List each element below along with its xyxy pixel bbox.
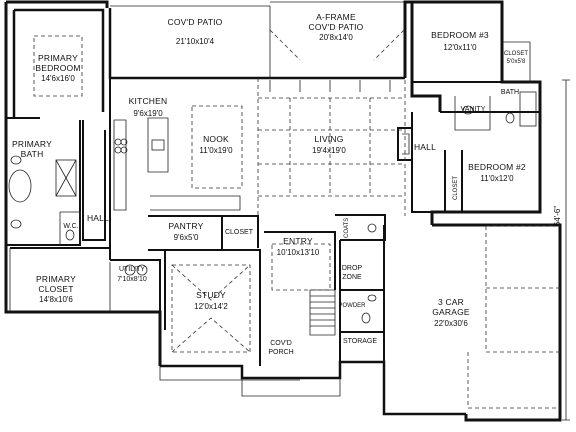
svg-text:DROP: DROP [342, 265, 363, 272]
svg-text:11'0x12'0: 11'0x12'0 [480, 174, 514, 183]
svg-text:NOOK: NOOK [203, 134, 229, 144]
bathtub-icon [8, 169, 32, 203]
overall-dimension: 64'-6" [553, 79, 570, 421]
svg-text:CLOSET: CLOSET [504, 51, 528, 57]
svg-text:ENTRY: ENTRY [283, 236, 313, 246]
svg-text:KITCHEN: KITCHEN [129, 96, 168, 106]
svg-text:PRIMARY: PRIMARY [36, 274, 76, 284]
svg-text:STUDY: STUDY [196, 290, 226, 300]
room-label-covd-porch: COV'D PORCH [268, 340, 293, 356]
room-label-pantry: PANTRY 9'6x5'0 [169, 221, 204, 242]
fixtures [8, 80, 537, 324]
room-label-primary-bedroom: PRIMARY BEDROOM 14'6x16'0 [35, 53, 80, 83]
svg-text:3 CAR: 3 CAR [438, 297, 464, 307]
svg-text:ZONE: ZONE [342, 274, 362, 281]
room-label-vanity: VANITY [461, 106, 486, 113]
room-label-study: STUDY 12'0x14'2 [194, 290, 228, 311]
svg-text:A-FRAME: A-FRAME [316, 12, 356, 22]
svg-text:22'0x30'6: 22'0x30'6 [434, 319, 468, 328]
svg-text:GARAGE: GARAGE [432, 307, 470, 317]
room-label-kitchen: KITCHEN 9'6x19'0 [129, 96, 168, 118]
room-label-closet-mid: CLOSET [225, 229, 254, 236]
svg-text:PRIMARY: PRIMARY [12, 139, 52, 149]
svg-text:20'8x14'0: 20'8x14'0 [319, 33, 353, 42]
svg-text:12'0x11'0: 12'0x11'0 [443, 43, 477, 52]
svg-text:COV'D PATIO: COV'D PATIO [309, 22, 364, 32]
room-label-powder: POWDER [339, 303, 367, 309]
svg-text:12'0x14'2: 12'0x14'2 [194, 302, 228, 311]
tub-icon [519, 91, 537, 127]
svg-text:UTILITY: UTILITY [119, 266, 145, 273]
room-label-entry: ENTRY 10'10x13'10 [277, 236, 320, 257]
svg-text:10'10x13'10: 10'10x13'10 [277, 248, 320, 257]
svg-text:BEDROOM: BEDROOM [35, 63, 80, 73]
sink-icon [10, 155, 22, 165]
svg-text:5'0x5'8: 5'0x5'8 [507, 59, 526, 65]
svg-text:14'6x16'0: 14'6x16'0 [41, 74, 75, 83]
svg-text:PRIMARY: PRIMARY [38, 53, 78, 63]
svg-text:BEDROOM #3: BEDROOM #3 [431, 30, 489, 40]
ceiling-lines [33, 29, 560, 409]
room-label-hall-left: HALL [87, 213, 109, 223]
room-label-covd-patio: COV'D PATIO 21'10x10'4 [168, 17, 223, 46]
toilet-icon [65, 229, 75, 241]
room-label-coats: COATS [344, 218, 350, 238]
svg-text:9'6x5'0: 9'6x5'0 [174, 233, 199, 242]
room-label-living: LIVING 19'4x19'0 [312, 134, 346, 155]
svg-text:COV'D: COV'D [270, 340, 292, 347]
room-label-drop-zone: DROP ZONE [342, 265, 363, 281]
svg-text:14'8x10'6: 14'8x10'6 [39, 295, 73, 304]
svg-text:BEDROOM #2: BEDROOM #2 [468, 162, 526, 172]
room-label-storage: STORAGE [343, 338, 377, 345]
svg-text:PORCH: PORCH [268, 349, 293, 356]
sink-icon [462, 105, 474, 115]
room-label-garage: 3 CAR GARAGE 22'0x30'6 [432, 297, 470, 328]
svg-text:LIVING: LIVING [314, 134, 343, 144]
room-label-bedroom-3: BEDROOM #3 12'0x11'0 [431, 30, 489, 52]
svg-text:CLOSET: CLOSET [38, 284, 73, 294]
room-label-aframe-patio: A-FRAME COV'D PATIO 20'8x14'0 [309, 12, 364, 42]
room-label-bath: BATH [501, 89, 519, 96]
svg-text:9'6x19'0: 9'6x19'0 [133, 109, 163, 118]
svg-text:64'-6": 64'-6" [553, 206, 562, 227]
svg-text:19'4x19'0: 19'4x19'0 [312, 146, 346, 155]
svg-text:PANTRY: PANTRY [169, 221, 204, 231]
room-label-wc: W.C. [63, 223, 78, 230]
room-label-hall-right: HALL [414, 142, 436, 152]
room-label-closet-b2: CLOSET [453, 176, 459, 200]
room-label-closet-b3: CLOSET 5'0x5'8 [504, 51, 528, 65]
room-label-bedroom-2: BEDROOM #2 11'0x12'0 [468, 162, 526, 183]
svg-text:COV'D PATIO: COV'D PATIO [168, 17, 223, 27]
toilet-icon [505, 112, 515, 124]
svg-text:7'10x8'10: 7'10x8'10 [117, 276, 147, 283]
exterior-walls [4, 0, 562, 422]
svg-text:21'10x10'4: 21'10x10'4 [176, 37, 215, 46]
svg-text:BATH: BATH [21, 149, 44, 159]
kitchen-sink-icon [151, 139, 165, 151]
sink-icon [10, 219, 22, 229]
sink-icon [367, 294, 377, 302]
interior-walls [5, 41, 540, 366]
toilet-icon [361, 312, 371, 324]
room-label-nook: NOOK 11'0x19'0 [199, 134, 233, 155]
room-label-utility: UTILITY 7'10x8'10 [117, 266, 147, 283]
room-label-primary-bath: PRIMARY BATH [12, 139, 52, 159]
room-label-primary-closet: PRIMARY CLOSET 14'8x10'6 [36, 274, 76, 304]
svg-text:11'0x19'0: 11'0x19'0 [199, 146, 233, 155]
